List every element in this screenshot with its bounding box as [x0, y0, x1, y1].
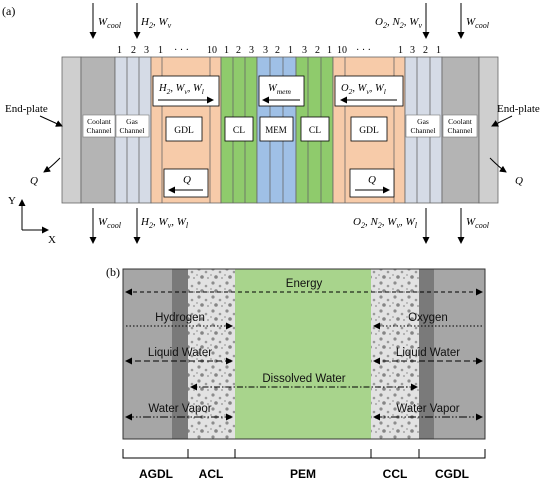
oxygen-label: Oxygen — [408, 312, 448, 324]
heat-right-box: Q — [349, 168, 395, 198]
node-numbers-left: 1 2 3 1 · · · 10 1 2 3 3 2 1 — [117, 45, 293, 56]
svg-text:1: 1 — [224, 45, 229, 56]
mem-box: MEM — [259, 116, 294, 142]
svg-text:MEM: MEM — [265, 125, 287, 135]
svg-text:1: 1 — [158, 45, 163, 56]
cl-left-box: CL — [224, 116, 254, 142]
gas-channel-left: Gas Channel — [115, 114, 150, 138]
energy-label: Energy — [286, 278, 323, 290]
end-plate-right-arrow — [491, 115, 513, 127]
svg-text:1: 1 — [117, 45, 122, 56]
dissolved-water-label: Dissolved Water — [262, 373, 345, 385]
bottom-right-cool-label: Wcool — [466, 216, 490, 230]
q-left-curved-arrow — [43, 157, 61, 173]
svg-text:10: 10 — [337, 45, 347, 56]
svg-text:1: 1 — [288, 45, 293, 56]
bottom-left-flow-label: H2, Wv, Wl — [140, 216, 189, 230]
gas-channel-right: Gas Channel — [405, 114, 441, 138]
svg-text:2: 2 — [315, 45, 320, 56]
liquid-water-left-label: Liquid Water — [148, 347, 212, 359]
membrane-water-box: Wmem — [258, 75, 305, 107]
svg-text:Q: Q — [368, 174, 376, 186]
svg-text:2: 2 — [236, 45, 241, 56]
q-right-outer-label: Q — [515, 175, 523, 187]
top-right-cool-label: Wcool — [466, 16, 490, 30]
svg-text:2: 2 — [131, 45, 136, 56]
svg-text:Coolant: Coolant — [448, 117, 473, 126]
svg-text:2: 2 — [423, 45, 428, 56]
end-plate-left-label: End-plate — [5, 103, 48, 115]
gdl-left-box: GDL — [165, 116, 203, 142]
top-right-flow-label: O2, N2, Wv — [375, 16, 422, 30]
water-vapor-right-label: Water Vapor — [396, 403, 459, 415]
layer-braces — [122, 449, 486, 459]
heat-left-box: Q — [163, 168, 209, 198]
liquid-water-right-label: Liquid Water — [396, 347, 460, 359]
svg-text:1: 1 — [436, 45, 441, 56]
bottom-left-cool-label: Wcool — [98, 216, 122, 230]
svg-text:X: X — [48, 234, 56, 246]
svg-text:10: 10 — [207, 45, 217, 56]
layer-label-pem: PEM — [290, 467, 316, 481]
gdl-right-box: GDL — [350, 116, 388, 142]
q-right-curved-arrow — [489, 157, 507, 173]
svg-text:Wmem: Wmem — [268, 83, 291, 96]
coolant-channel-right: Coolant Channel — [442, 114, 478, 138]
svg-text:2: 2 — [275, 45, 280, 56]
svg-text:Channel: Channel — [120, 126, 145, 135]
panel-a-label: (a) — [2, 4, 15, 18]
svg-text:Channel: Channel — [87, 126, 112, 135]
svg-text:GDL: GDL — [174, 126, 194, 136]
svg-text:3: 3 — [249, 45, 254, 56]
svg-text:H2, Wv, Wl: H2, Wv, Wl — [158, 83, 204, 96]
svg-text:Q: Q — [183, 174, 191, 186]
svg-text:3: 3 — [302, 45, 307, 56]
svg-text:Channel: Channel — [411, 126, 436, 135]
water-vapor-left-label: Water Vapor — [148, 403, 211, 415]
axis-indicator: Y X — [8, 195, 56, 246]
svg-text:Coolant: Coolant — [87, 117, 112, 126]
svg-text:· · ·: · · · — [174, 45, 189, 56]
svg-text:· · ·: · · · — [356, 45, 371, 56]
svg-text:3: 3 — [263, 45, 268, 56]
svg-text:Y: Y — [8, 195, 16, 207]
panel-b-label: (b) — [106, 265, 120, 279]
svg-text:Channel: Channel — [448, 126, 473, 135]
svg-text:3: 3 — [410, 45, 415, 56]
layer-label-cgdl: CGDL — [435, 467, 469, 481]
hydrogen-label: Hydrogen — [155, 312, 205, 324]
end-plate-right-label: End-plate — [497, 103, 540, 115]
node-numbers-right: 3 2 1 10 · · · 1 3 2 1 — [302, 45, 441, 56]
layer-label-ccl: CCL — [383, 467, 408, 481]
svg-text:GDL: GDL — [359, 126, 379, 136]
layer-label-agdl: AGDL — [139, 467, 173, 481]
bottom-right-flow-label: O2, N2, Wv, Wl — [353, 216, 418, 230]
layer-bands — [122, 268, 486, 440]
svg-text:Gas: Gas — [126, 117, 138, 126]
anode-species-box: H2, Wv, Wl — [152, 75, 220, 107]
svg-text:O2, Wv, Wl: O2, Wv, Wl — [341, 83, 386, 96]
top-left-flow-label: H2, Wv — [140, 16, 172, 30]
svg-text:Gas: Gas — [417, 117, 429, 126]
layer-label-acl: ACL — [199, 467, 224, 481]
layer-labels: AGDL ACL PEM CCL CGDL — [139, 467, 469, 481]
svg-text:1: 1 — [398, 45, 403, 56]
svg-text:1: 1 — [327, 45, 332, 56]
q-left-outer-label: Q — [30, 175, 38, 187]
svg-text:3: 3 — [144, 45, 149, 56]
coolant-channel-left: Coolant Channel — [82, 114, 116, 138]
svg-text:CL: CL — [309, 126, 321, 136]
svg-text:CL: CL — [233, 126, 245, 136]
cl-right-box: CL — [300, 116, 330, 142]
cathode-species-box: O2, Wv, Wl — [334, 75, 404, 107]
top-left-cool-label: Wcool — [98, 16, 122, 30]
end-plate-left-arrow — [39, 115, 63, 127]
